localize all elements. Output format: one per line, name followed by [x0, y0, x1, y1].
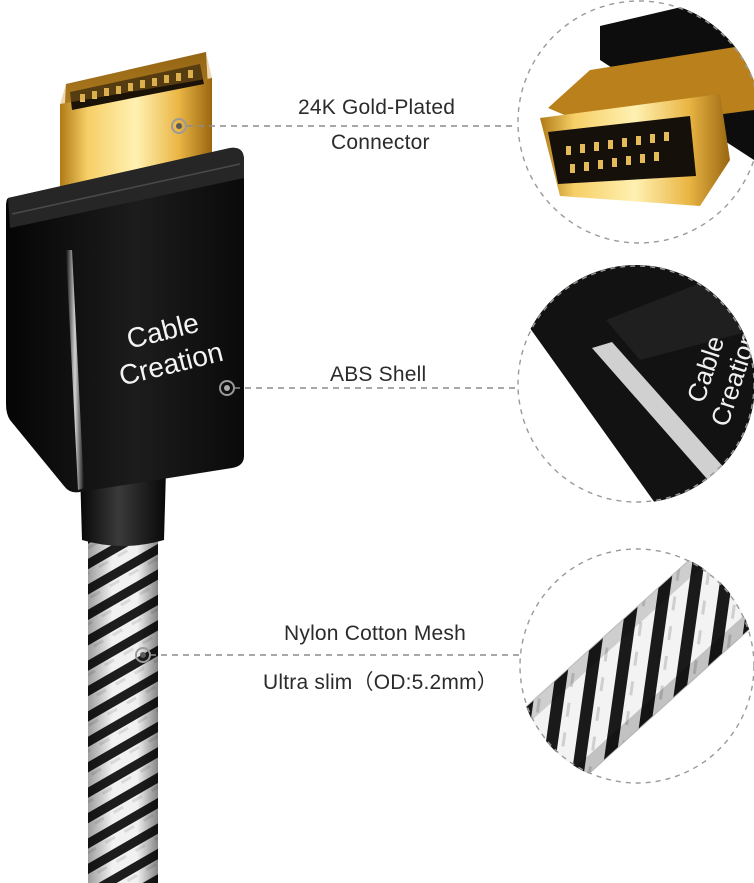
callout-dot-shell	[219, 380, 235, 396]
callout-dot-connector	[171, 118, 187, 134]
detail-circle-shell: Cable Creation	[517, 265, 754, 503]
cable-neck	[80, 470, 166, 546]
callout-mesh-line-1: Nylon Cotton Mesh	[284, 622, 466, 645]
abs-shell	[6, 147, 244, 493]
brand-logo: Cable Creation	[116, 307, 226, 392]
detail-circle-connector	[517, 0, 754, 244]
callout-lines	[150, 125, 519, 656]
callout-shell-line-1: ABS Shell	[330, 363, 427, 386]
detail-circle-mesh	[519, 548, 754, 784]
callout-connector-line-1: 24K Gold-Plated	[298, 96, 456, 119]
callout-mesh-line-2: Ultra slim（OD:5.2mm）	[263, 671, 499, 694]
braided-cable	[88, 530, 158, 883]
callout-connector-line-2: Connector	[331, 131, 430, 154]
callout-dot-mesh	[135, 647, 151, 663]
